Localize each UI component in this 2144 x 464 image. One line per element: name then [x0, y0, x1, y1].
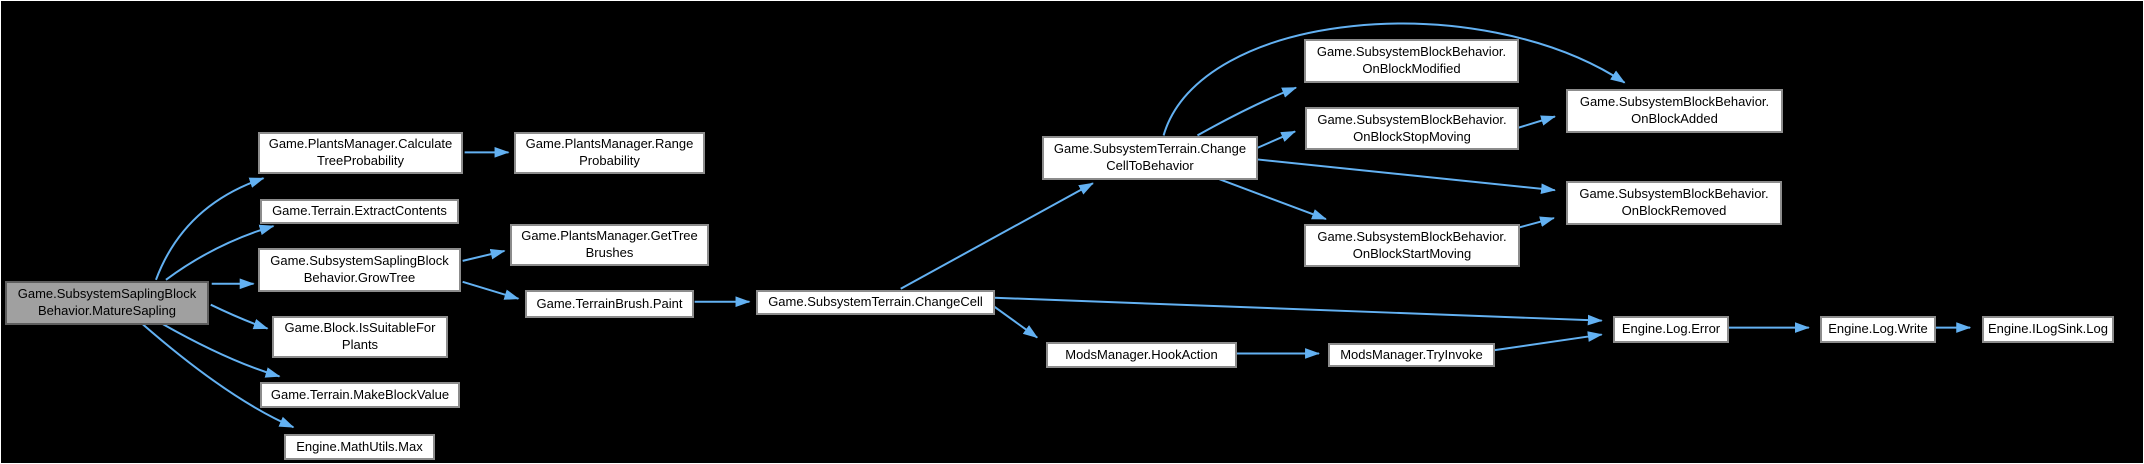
node-label-line: Game.SubsystemBlockBehavior.: [1317, 228, 1507, 244]
node-label-line: Game.Block.IsSuitableFor: [284, 320, 436, 336]
node-label-line: Game.SubsystemBlockBehavior.: [1316, 44, 1507, 60]
node-label-line: CellToBehavior: [1106, 158, 1194, 173]
node-label-line: Engine.Log.Write: [1828, 321, 1928, 337]
edge-mature-sapling-to-calculate-tree-probability: [155, 177, 265, 281]
node-on-block-start-moving[interactable]: Game.SubsystemBlockBehavior.OnBlockStart…: [1304, 224, 1520, 267]
node-label-line: OnBlockStartMoving: [1352, 245, 1472, 261]
edge-change-cell-to-behavior-to-on-block-start-moving: [1219, 178, 1327, 220]
node-label-line: OnBlockModified: [1362, 61, 1461, 76]
edge-change-cell-to-log-error: [994, 296, 1603, 326]
node-label-line: OnBlockAdded: [1631, 111, 1718, 126]
node-label-line: Game.SubsystemBlockBehavior.: [1579, 94, 1770, 110]
node-label-line: Game.SubsystemSaplingBlock: [17, 286, 197, 302]
node-label-line: ModsManager.HookAction: [1065, 346, 1218, 362]
edge-change-cell-to-hook-action: [993, 305, 1039, 339]
edge-mature-sapling-to-is-suitable-for-plants: [210, 303, 269, 330]
node-make-block-value[interactable]: Game.Terrain.MakeBlockValue: [260, 382, 460, 408]
node-label-line: OnBlockRemoved: [1621, 203, 1727, 218]
edge-change-cell-to-change-cell-to-behavior: [900, 182, 1094, 290]
node-label-line: Engine.MathUtils.Max: [296, 438, 423, 454]
edge-on-block-stop-moving-to-on-block-added: [1515, 115, 1556, 130]
node-label-line: Game.PlantsManager.Calculate: [268, 136, 453, 152]
edge-change-cell-to-behavior-to-on-block-added: [1162, 22, 1626, 136]
node-label-line: Game.Terrain.ExtractContents: [272, 203, 447, 219]
edge-mature-sapling-to-make-block-value: [161, 322, 281, 378]
node-label-line: Brushes: [585, 245, 634, 260]
node-on-block-added[interactable]: Game.SubsystemBlockBehavior.OnBlockAdded: [1566, 89, 1783, 133]
edge-mature-sapling-to-extract-contents: [165, 224, 275, 281]
node-log-error[interactable]: Engine.Log.Error: [1613, 316, 1729, 343]
node-on-block-stop-moving[interactable]: Game.SubsystemBlockBehavior.OnBlockStopM…: [1305, 107, 1519, 150]
node-label-line: Behavior.GrowTree: [303, 270, 416, 285]
edge-grow-tree-to-get-tree-brushes: [462, 248, 506, 262]
node-label-line: Game.PlantsManager.GetTree: [521, 228, 698, 244]
node-label-line: ModsManager.TryInvoke: [1340, 346, 1483, 362]
node-label-line: Engine.ILogSink.Log: [1988, 321, 2108, 337]
node-label-line: Engine.Log.Error: [1621, 321, 1721, 337]
node-label-line: Game.SubsystemTerrain.ChangeCell: [768, 294, 983, 310]
node-label-line: Game.SubsystemSaplingBlock: [270, 253, 449, 269]
node-ilogsink-log[interactable]: Engine.ILogSink.Log: [1982, 316, 2114, 343]
edge-mature-sapling-to-math-utils-max: [141, 322, 295, 429]
edge-on-block-start-moving-to-on-block-removed: [1516, 216, 1555, 229]
node-label-line: Game.SubsystemBlockBehavior.: [1317, 111, 1507, 127]
node-label-line: TreeProbability: [317, 153, 404, 168]
node-label-line: Game.SubsystemBlockBehavior.: [1579, 186, 1769, 202]
node-label-line: Plants: [341, 337, 379, 352]
node-try-invoke[interactable]: ModsManager.TryInvoke: [1328, 343, 1495, 367]
node-label-line: OnBlockStopMoving: [1353, 128, 1471, 144]
node-on-block-modified[interactable]: Game.SubsystemBlockBehavior.OnBlockModif…: [1304, 39, 1519, 83]
node-log-write[interactable]: Engine.Log.Write: [1820, 316, 1936, 343]
call-graph-edges: [141, 22, 1972, 429]
node-label-line: Game.PlantsManager.Range: [525, 136, 694, 152]
edge-change-cell-to-behavior-to-on-block-stop-moving: [1255, 130, 1297, 150]
node-hook-action[interactable]: ModsManager.HookAction: [1046, 342, 1237, 368]
edge-try-invoke-to-log-error: [1492, 331, 1603, 352]
edge-grow-tree-to-terrain-brush-paint: [462, 280, 520, 300]
node-label-line: Game.SubsystemTerrain.Change: [1053, 141, 1247, 157]
node-label-line: Game.Terrain.MakeBlockValue: [270, 386, 450, 402]
node-on-block-removed[interactable]: Game.SubsystemBlockBehavior.OnBlockRemov…: [1566, 181, 1782, 225]
node-label-line: Game.TerrainBrush.Paint: [536, 295, 683, 311]
edge-change-cell-to-behavior-to-on-block-removed: [1256, 158, 1556, 195]
node-change-cell[interactable]: Game.SubsystemTerrain.ChangeCell: [756, 290, 995, 315]
node-terrain-brush-paint[interactable]: Game.TerrainBrush.Paint: [525, 290, 694, 318]
node-math-utils-max[interactable]: Engine.MathUtils.Max: [284, 434, 435, 460]
node-label-line: Probability: [579, 153, 640, 168]
node-extract-contents[interactable]: Game.Terrain.ExtractContents: [260, 199, 459, 224]
edge-change-cell-to-behavior-to-on-block-modified: [1196, 86, 1298, 137]
node-label-line: Behavior.MatureSapling: [37, 303, 177, 318]
